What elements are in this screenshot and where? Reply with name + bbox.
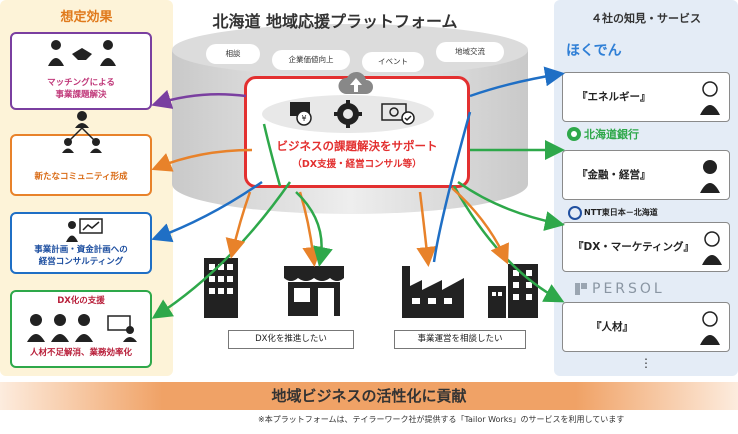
service-icons-row: ¥ xyxy=(262,95,434,133)
business-support-title: ビジネスの課題解決をサポート xyxy=(276,139,438,153)
recruiter-person-icon xyxy=(700,311,720,345)
tag-corporate-value: 企業価値向上 xyxy=(272,50,350,70)
hokuden-logo: ほくでん xyxy=(566,43,622,59)
arrow-office-orange xyxy=(225,191,252,259)
arrow-to-community xyxy=(151,148,253,172)
staff-person-icon xyxy=(700,81,720,115)
arrow-store-green xyxy=(295,191,333,267)
presenter-chart-icon xyxy=(66,218,103,242)
arrow-to-dx-marketing xyxy=(457,180,565,231)
service-hr-box: 『人材』 xyxy=(562,302,730,352)
ntt-logo: NTT東日本－北海道 xyxy=(584,208,658,217)
effect-community-box: 新たなコミュニティ形成 xyxy=(10,134,152,196)
service-energy-box: 『エネルギー』 xyxy=(562,72,730,122)
arrow-to-matching xyxy=(151,89,247,109)
effect-consulting-line2: 経営コンサルティング xyxy=(38,257,124,267)
effect-matching-line2: 事業課題解決 xyxy=(55,90,107,100)
service-finance-box: 『金融・経営』 xyxy=(562,150,730,200)
service-energy-label: 『エネルギー』 xyxy=(577,91,651,103)
more-companies-ellipsis: ⋮ xyxy=(640,356,652,370)
factory-icon xyxy=(402,266,464,318)
banker-person-icon xyxy=(700,160,720,193)
cloud-upload-icon xyxy=(338,71,373,94)
effect-consulting-box: 事業計画・資金計画への 経営コンサルティング xyxy=(10,212,152,274)
business-support-subtitle: （DX支援・経営コンサル等） xyxy=(292,159,422,170)
effect-matching-box: マッチングによる 事業課題解決 xyxy=(10,32,152,110)
ntt-logo-icon xyxy=(568,206,582,220)
expected-effects-title: 想定効果 xyxy=(60,10,113,25)
engineer-person-icon xyxy=(702,231,722,265)
office-building-icon xyxy=(204,258,238,318)
platform-title: 北海道 地域応援プラットフォーム xyxy=(212,12,458,31)
money-box-icon: ¥ xyxy=(290,102,312,126)
hokkaido-bank-logo: 北海道銀行 xyxy=(584,128,639,141)
arrow-factory-blue xyxy=(432,111,472,263)
partner-services-title: ４社の知見・サービス xyxy=(591,12,701,25)
staff-workers-icon xyxy=(27,314,137,342)
arrow-to-consulting xyxy=(151,180,263,243)
persol-logo: PERSOL xyxy=(592,281,665,297)
tag-regional-exchange: 地域交流 xyxy=(436,42,504,62)
effect-dx-heading: DX化の支援 xyxy=(57,296,105,306)
arrow-building-orange xyxy=(451,187,509,265)
regional-contribution-text: 地域ビジネスの活性化に貢献 xyxy=(271,387,467,405)
arrow-office-green xyxy=(262,123,282,187)
svg-text:¥: ¥ xyxy=(301,114,306,123)
payment-check-icon xyxy=(381,103,415,125)
persol-logo-icon xyxy=(575,283,587,295)
settings-gear-icon xyxy=(334,100,362,128)
service-finance-label: 『金融・経営』 xyxy=(577,169,651,181)
arrow-to-energy xyxy=(469,66,565,98)
service-dx-box: 『DX・マーケティング』 xyxy=(562,222,730,272)
business-consult-caption: 事業運営を相談したい xyxy=(394,330,526,349)
tailor-works-footnote: ※本プラットフォームは、テイラーワーク社が提供する「Tailor Works」の… xyxy=(258,415,625,424)
storefront-icon xyxy=(284,266,344,316)
arrow-to-hr xyxy=(452,185,565,303)
arrow-factory-orange xyxy=(416,191,437,267)
regional-contribution-banner xyxy=(0,382,738,410)
service-dx-label: 『DX・マーケティング』 xyxy=(573,241,694,253)
effect-dx-box: DX化の支援 人材不足解消、業務効率化 xyxy=(10,290,152,368)
dx-promotion-caption: DX化を推進したい xyxy=(228,330,354,349)
effect-community-text: 新たなコミュニティ形成 xyxy=(34,172,128,182)
service-hr-label: 『人材』 xyxy=(591,321,633,333)
effect-dx-text: 人材不足解消、業務効率化 xyxy=(29,348,132,358)
people-handshake-icon xyxy=(48,40,116,66)
community-network-icon xyxy=(62,111,102,153)
effect-matching-line1: マッチングによる xyxy=(47,78,115,88)
arrow-to-dx xyxy=(151,181,292,319)
effect-consulting-line1: 事業計画・資金計画への xyxy=(34,245,128,255)
tag-consultation: 相談 xyxy=(206,44,260,64)
tag-event: イベント xyxy=(362,52,424,72)
hokkaido-bank-emblem-icon xyxy=(567,127,581,141)
